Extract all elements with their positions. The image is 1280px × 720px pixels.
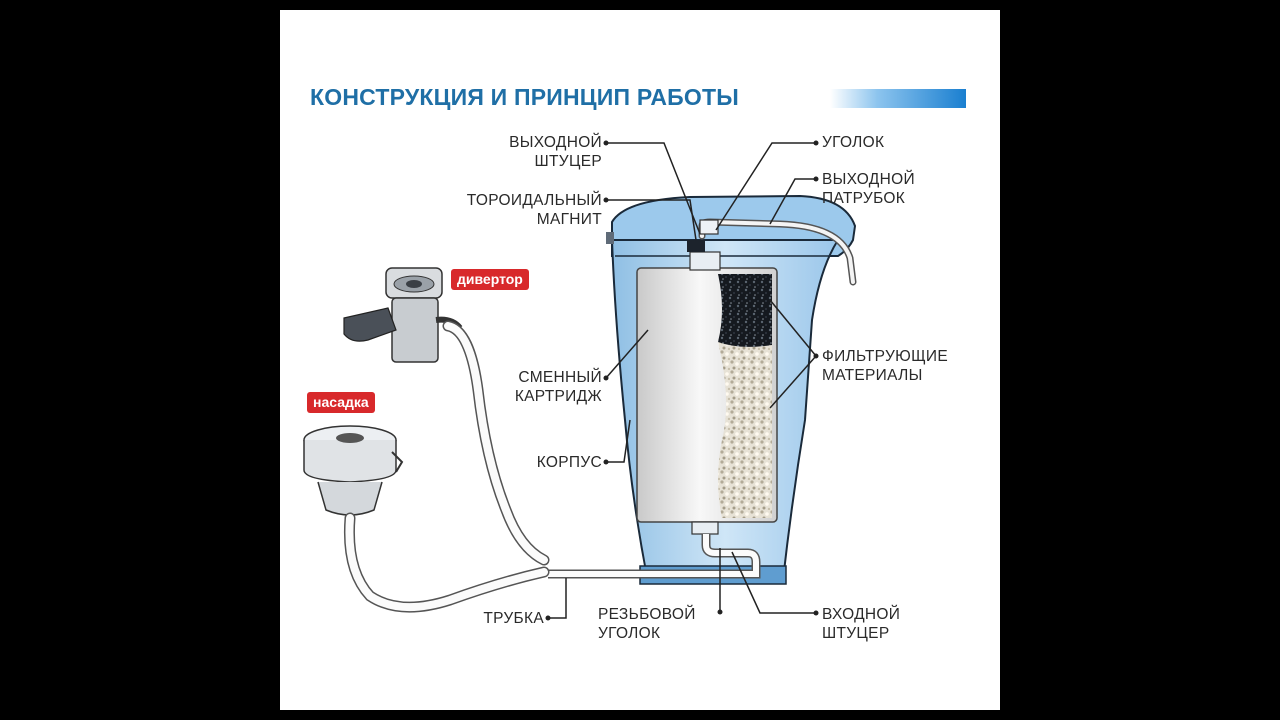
label-line: ШТУЦЕР xyxy=(534,153,602,170)
diverter-device xyxy=(343,267,463,363)
label-elbow: УГОЛОК xyxy=(822,133,884,152)
title-accent-bar xyxy=(830,89,966,108)
label-replaceable-cartridge: СМЕННЫЙ КАРТРИДЖ xyxy=(460,368,602,406)
label-line: ВХОДНОЙ xyxy=(822,606,901,623)
label-line: ТРУБКА xyxy=(483,610,544,627)
label-housing: КОРПУС xyxy=(480,453,602,472)
label-line: ВЫХОДНОЙ xyxy=(822,171,915,188)
label-line: УГОЛОК xyxy=(598,625,661,642)
label-outlet-fitting: ВЫХОДНОЙ ШТУЦЕР xyxy=(440,133,602,171)
label-tube: ТРУБКА xyxy=(430,609,544,628)
label-threaded-elbow: РЕЗЬБОВОЙ УГОЛОК xyxy=(598,605,696,643)
diagram-title: КОНСТРУКЦИЯ И ПРИНЦИП РАБОТЫ xyxy=(310,84,739,110)
label-outlet-spout: ВЫХОДНОЙ ПАТРУБОК xyxy=(822,170,915,208)
label-filter-materials: ФИЛЬТРУЮЩИЕ МАТЕРИАЛЫ xyxy=(822,347,948,385)
badge-diverter: дивертор xyxy=(451,269,529,290)
label-line: ТОРОИДАЛЬНЫЙ xyxy=(466,192,602,209)
leader-lines xyxy=(548,142,817,619)
label-toroidal-magnet: ТОРОИДАЛЬНЫЙ МАГНИТ xyxy=(410,191,602,229)
label-line: КОРПУС xyxy=(536,454,602,471)
badge-nozzle: насадка xyxy=(307,392,375,413)
label-line: КАРТРИДЖ xyxy=(514,388,602,405)
label-line: МАТЕРИАЛЫ xyxy=(822,367,923,384)
label-inlet-fitting: ВХОДНОЙ ШТУЦЕР xyxy=(822,605,900,643)
replaceable-cartridge xyxy=(636,240,778,535)
nozzle-device xyxy=(303,425,404,516)
leader-dots xyxy=(545,140,819,621)
label-line: РЕЗЬБОВОЙ xyxy=(598,606,696,623)
label-line: ФИЛЬТРУЮЩИЕ xyxy=(822,348,948,365)
label-line: СМЕННЫЙ xyxy=(518,369,602,386)
label-line: УГОЛОК xyxy=(822,134,885,151)
label-line: МАГНИТ xyxy=(536,211,602,228)
label-line: ШТУЦЕР xyxy=(822,625,890,642)
elbow-fitting xyxy=(699,219,719,235)
label-line: ВЫХОДНОЙ xyxy=(509,134,602,151)
diverter-hose xyxy=(442,320,550,566)
label-line: ПАТРУБОК xyxy=(822,190,906,207)
